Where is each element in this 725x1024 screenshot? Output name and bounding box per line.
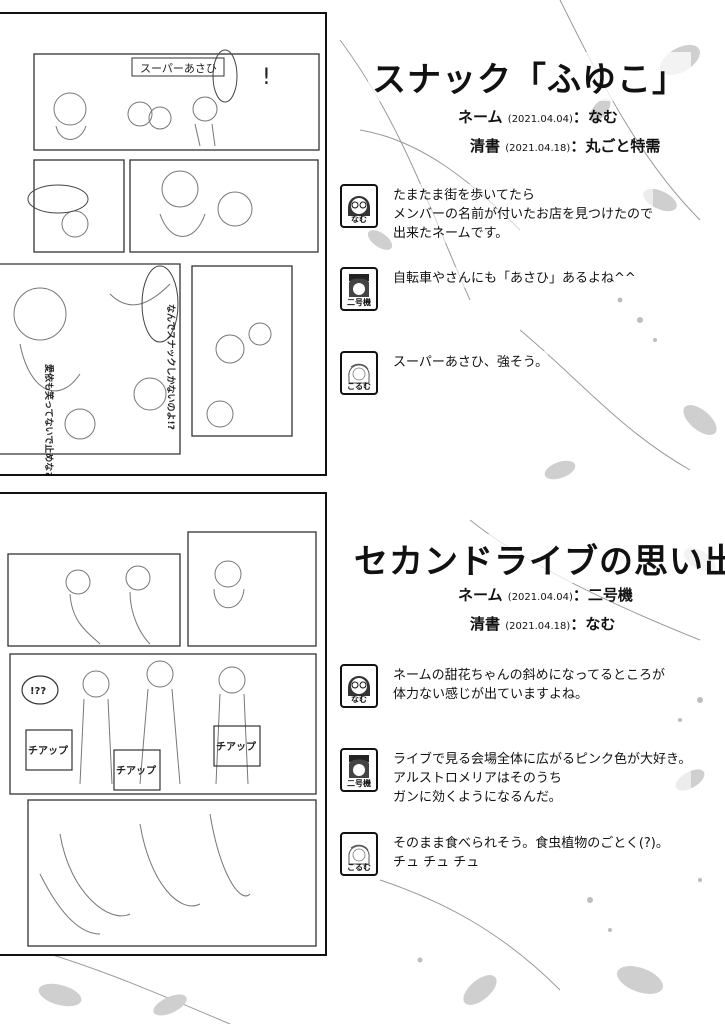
comment-text: 自転車やさんにも「あさひ」あるよね^^ xyxy=(393,267,636,288)
manga-page-snack-fuyuko: スーパーあさひ ! なんでスナックしかないのよ!? 愛依も笑ってないで止めなさい… xyxy=(0,12,327,476)
avatar-namu: なむ xyxy=(340,664,378,708)
credit-name: なむ xyxy=(585,615,616,633)
credit-row: ネーム (2021.04.04)：二号機 xyxy=(458,586,633,604)
manga-cheer-sign-2: チアップ xyxy=(116,764,157,777)
credit-name: なむ xyxy=(587,108,618,126)
comment-s1-3: こるむ スーパーあさひ、強そう。 xyxy=(340,351,549,395)
svg-text:!: ! xyxy=(262,65,271,90)
manga-page-second-live: !?? チアップ チアップ チアップ xyxy=(0,492,327,956)
credits-section2: ネーム (2021.04.04)：二号機 清書 (2021.04.18)：なむ xyxy=(458,582,633,640)
comment-text: そのまま食べられそう。食虫植物のごとく(?)。 チュ チュ チュ xyxy=(393,832,669,872)
manga-sign-super-asahi: スーパーあさひ xyxy=(140,62,217,75)
comment-text: ネームの甜花ちゃんの斜めになってるところが 体力ない感じが出ていますよね。 xyxy=(393,664,665,704)
comment-s2-2: 二号機 ライブで見る会場全体に広がるピンク色が大好き。 アルストロメリアはそのう… xyxy=(340,748,692,807)
credits-section1: ネーム (2021.04.04)：なむ 清書 (2021.04.18)：丸ごと特… xyxy=(458,104,660,162)
comment-s2-1: なむ ネームの甜花ちゃんの斜めになってるところが 体力ない感じが出ていますよね。 xyxy=(340,664,665,708)
credit-date: (2021.04.04) xyxy=(507,114,573,125)
credit-date: (2021.04.18) xyxy=(505,143,571,154)
credit-role: ネーム xyxy=(458,586,503,604)
avatar-label: こるむ xyxy=(347,863,371,872)
comment-s1-2: 二号機 自転車やさんにも「あさひ」あるよね^^ xyxy=(340,267,636,311)
avatar-namu: なむ xyxy=(340,184,378,228)
credit-date: (2021.04.18) xyxy=(505,621,571,632)
comment-s2-3: こるむ そのまま食べられそう。食虫植物のごとく(?)。 チュ チュ チュ xyxy=(340,832,669,876)
avatar-label: なむ xyxy=(351,695,367,704)
credit-row: 清書 (2021.04.18)：丸ごと特需 xyxy=(470,137,661,155)
comment-text: スーパーあさひ、強そう。 xyxy=(393,351,549,372)
credit-name: 二号機 xyxy=(587,586,633,604)
manga-bubble-stop: 愛依も笑ってないで止めなさいよ xyxy=(43,364,55,474)
credit-name: 丸ごと特需 xyxy=(585,137,661,155)
avatar-label: こるむ xyxy=(347,382,371,391)
avatar-korumu: こるむ xyxy=(340,351,378,395)
credit-role: 清書 xyxy=(470,137,501,155)
manga-bubble-snack: なんでスナックしかないのよ!? xyxy=(165,304,176,430)
avatar-nigouki: 二号機 xyxy=(340,267,378,311)
credit-role: ネーム xyxy=(458,108,503,126)
comment-text: ライブで見る会場全体に広がるピンク色が大好き。 アルストロメリアはそのうち ガン… xyxy=(393,748,692,807)
credit-row: 清書 (2021.04.18)：なむ xyxy=(470,615,616,633)
avatar-label: 二号機 xyxy=(347,298,371,307)
comment-text: たまたま街を歩いてたら メンバーの名前が付いたお店を見つけたので 出来たネームで… xyxy=(393,184,654,243)
comment-s1-1: なむ たまたま街を歩いてたら メンバーの名前が付いたお店を見つけたので 出来たネ… xyxy=(340,184,654,243)
credit-date: (2021.04.04) xyxy=(507,592,573,603)
manga-cheer-sign-1: チアップ xyxy=(28,744,69,757)
avatar-label: なむ xyxy=(351,215,367,224)
credit-role: 清書 xyxy=(470,615,501,633)
avatar-label: 二号機 xyxy=(347,779,371,788)
avatar-nigouki: 二号機 xyxy=(340,748,378,792)
credit-row: ネーム (2021.04.04)：なむ xyxy=(458,108,618,126)
title-snack-fuyuko: スナック「ふゆこ」 xyxy=(368,52,691,101)
avatar-korumu: こるむ xyxy=(340,832,378,876)
manga-exclaim: !?? xyxy=(30,686,46,697)
manga-cheer-sign-3: チアップ xyxy=(216,740,257,753)
title-second-live: セカンドライブの思い出 xyxy=(350,534,725,583)
